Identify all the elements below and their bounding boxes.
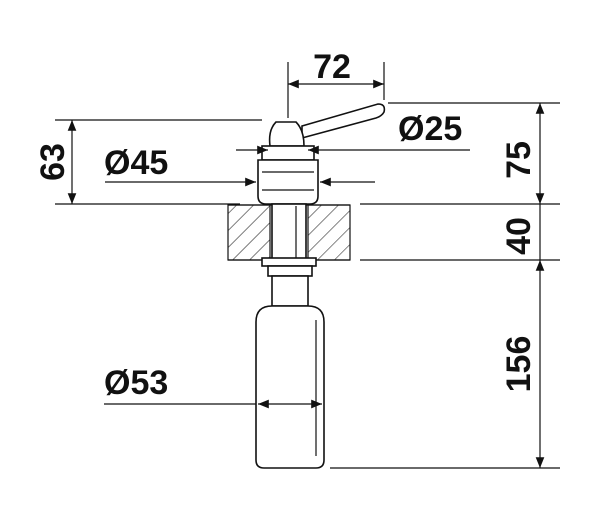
top-width-label: 72 [313, 48, 351, 86]
counter-thickness-label: 40 [500, 217, 538, 255]
extension-lines [55, 62, 560, 469]
stem-diameter-label: Ø25 [398, 110, 462, 148]
dim-right-chain: 75 40 156 [500, 103, 545, 468]
height-above-counter-label: 75 [500, 141, 538, 179]
dim-head-height: 63 [34, 120, 77, 204]
length-below-counter-label: 156 [500, 336, 538, 393]
collar-diameter-label: Ø45 [104, 144, 168, 182]
bottle-diameter-label: Ø53 [104, 364, 168, 402]
bottle [255, 305, 325, 469]
dim-top-width: 72 [288, 48, 384, 89]
dim-bottle-diameter: Ø53 [104, 364, 322, 409]
dim-stem-diameter: Ø25 [236, 110, 470, 155]
head-height-label: 63 [34, 143, 72, 181]
stem [261, 203, 317, 307]
dim-collar-diameter: Ø45 [104, 144, 375, 187]
pump-head [257, 103, 386, 205]
